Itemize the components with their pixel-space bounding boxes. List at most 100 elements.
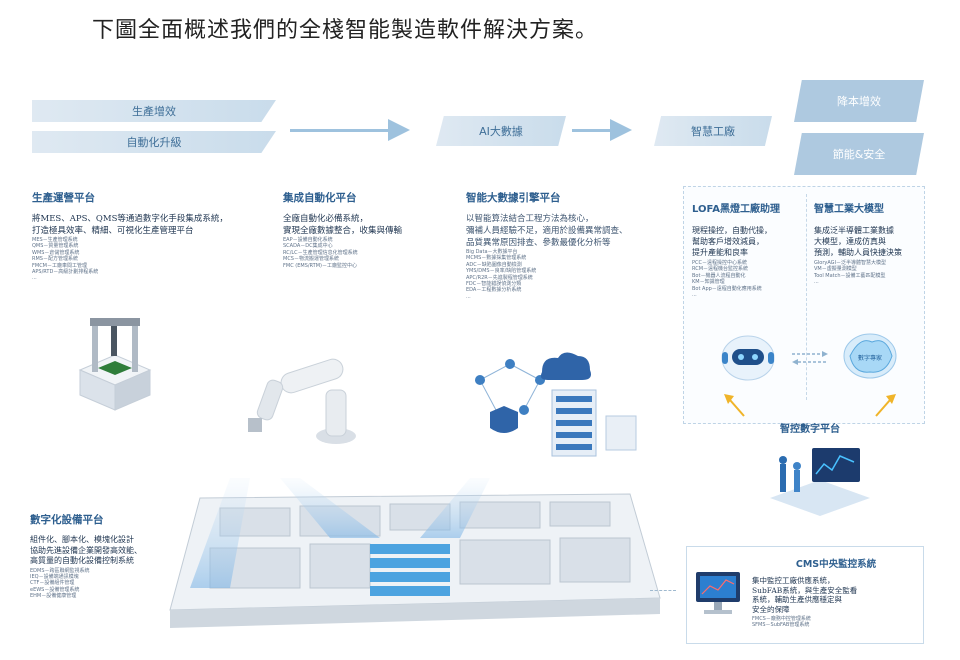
band-cost-reduction: 降本增效 bbox=[794, 80, 924, 122]
section-title: LOFA黑燈工廠助理 bbox=[692, 204, 780, 215]
section-items: FMCS－廠務中控管理系統 SFMS－SubFAB管理系統 bbox=[752, 616, 920, 629]
section-industrial-llm: 智慧工業大模型 集成泛半導體工業數據 大模型，達成仿真與 預測，輔助人員快捷決策… bbox=[814, 200, 920, 286]
flow-arrow-line-2 bbox=[572, 129, 612, 132]
list-item: APC/R2R－先進製程管理系統 bbox=[466, 274, 533, 281]
list-item: MCS－物流搬運管理系統 bbox=[283, 256, 339, 263]
list-item: QMS－質量管理系統 bbox=[32, 243, 79, 250]
device-icon bbox=[605, 415, 637, 451]
lead-line: 集中監控工廠供應系統， bbox=[752, 576, 835, 585]
section-items: PCC－遠程操控中心系統 RCM－遠程機台監控系統 Bot－機器人流程自動化 K… bbox=[692, 260, 802, 298]
list-item: KM－知識管理 bbox=[692, 279, 725, 286]
band-production-efficiency: 生產增效 bbox=[32, 100, 276, 122]
section-title: 智慧工業大模型 bbox=[814, 204, 884, 215]
section-lead: 現程操控，自動代操， 幫助客戶增效減員， 提升產能和良率 bbox=[692, 225, 802, 258]
list-item: YMS/DMS－良率/缺陷管理系統 bbox=[466, 268, 537, 275]
light-beam bbox=[190, 478, 250, 588]
robot-assistant-icon bbox=[721, 335, 775, 381]
list-item: ... bbox=[692, 292, 697, 299]
list-item: ... bbox=[32, 275, 37, 282]
section-title: 生產運營平台 bbox=[32, 192, 95, 204]
section-lead: 集中監控工廠供應系統， SubFAB系統，與生產安全監看 系統，輔助生產供應穩定… bbox=[752, 576, 920, 614]
flow-arrow-head-1 bbox=[388, 119, 410, 141]
person-figure bbox=[794, 470, 800, 492]
list-item: EAP－設備自動化系統 bbox=[283, 237, 333, 243]
section-items: GloryAGI－泛半導體智慧大模型 VM－虛擬量測模型 Tool Match－… bbox=[814, 260, 920, 286]
section-title: CMS中央監控系統 bbox=[795, 559, 877, 570]
list-item: FMC (EMS/RTM)－工廠監控中心 bbox=[283, 262, 357, 269]
lead-line: 以智能算法結合工程方法為核心， bbox=[466, 214, 594, 224]
server-rack-icon bbox=[551, 389, 597, 457]
person-head bbox=[779, 456, 787, 464]
lead-line: 實現全廠數據整合，收集與傳輸 bbox=[283, 226, 403, 236]
lead-line: 將MES、APS、QMS等通過數字化手段集成系統， bbox=[32, 214, 228, 224]
smart-factory-panel bbox=[683, 186, 925, 424]
page-headline: 下圖全面概述我們的全棧智能製造軟件解決方案。 bbox=[92, 18, 599, 43]
section-lead: 將MES、APS、QMS等通過數字化手段集成系統， 打造極具效率、精細、可視化生… bbox=[32, 213, 252, 237]
list-item: SCADA－DC集成中心 bbox=[283, 243, 333, 250]
section-device-platform: 數字化設備平台 組件化、腳本化、模塊化設計 協助先進設備企業開發高效能、 高質量… bbox=[30, 512, 180, 600]
lead-line: 提升產能和良率 bbox=[692, 248, 748, 257]
section-title: 集成自動化平台 bbox=[283, 192, 357, 204]
list-item: FMCM－工廠車間工管理 bbox=[32, 262, 87, 269]
list-item: Big Data－大數據平台 bbox=[466, 249, 518, 255]
shield-icon bbox=[490, 406, 518, 433]
list-item: Bot App－遠程自動化應用系統 bbox=[692, 285, 762, 292]
lead-line: 品質異常原因排查、參數最優化分析等 bbox=[466, 238, 611, 248]
digital-twin-title: 智控數字平台 bbox=[780, 424, 840, 435]
section-title: 智能大數據引擎平台 bbox=[466, 192, 561, 204]
list-item: ... bbox=[814, 279, 819, 286]
lead-line: 協助先進設備企業開發高效能、 bbox=[30, 545, 142, 555]
lead-line: 幫助客戶增效減員， bbox=[692, 237, 764, 246]
list-item: EDA－工程數據分析系統 bbox=[466, 287, 522, 294]
highlighted-zone bbox=[370, 544, 450, 596]
network-node bbox=[519, 405, 529, 415]
cloud-gear-icon bbox=[540, 352, 591, 380]
factory-floor-illustration bbox=[169, 478, 661, 628]
person-figure bbox=[780, 464, 786, 492]
robot-arm-illustration bbox=[248, 358, 356, 444]
list-item: RC/LC－生產管理信息化管理系統 bbox=[283, 249, 358, 256]
list-item: EHM－設備健康管理 bbox=[30, 593, 77, 600]
machine-illustration bbox=[78, 318, 152, 411]
list-item: APS/RTD－高級計劃排程系統 bbox=[32, 269, 99, 276]
list-item: RCM－遠程機台監控系統 bbox=[692, 266, 749, 273]
section-items: Big Data－大數據平台 MCMS－數據採集管理系統 ADC－缺陷圖像自動檢… bbox=[466, 249, 666, 300]
band-ai-bigdata: AI大數據 bbox=[436, 116, 566, 146]
list-item: MES－生產管理系統 bbox=[32, 237, 78, 243]
connector-line bbox=[650, 590, 676, 591]
list-item: FDC－智能錯誤偵測分類 bbox=[466, 281, 522, 288]
section-production-platform: 生產運營平台 將MES、APS、QMS等通過數字化手段集成系統， 打造極具效率、… bbox=[32, 190, 252, 282]
list-item: eEWS－設備管理系統 bbox=[30, 586, 80, 593]
list-item: FMCS－廠務中控管理系統 bbox=[752, 616, 811, 622]
flow-arrow-line-1 bbox=[290, 129, 390, 132]
section-items: MES－生產管理系統 QMS－質量管理系統 WMS－倉儲管理系統 RMS－配方管… bbox=[32, 237, 252, 282]
dashboard-screen bbox=[812, 448, 860, 482]
lead-line: 安全的保障 bbox=[752, 604, 790, 614]
list-item: Tool Match－設備工藝匹配模型 bbox=[814, 272, 886, 279]
list-item: PCC－遠程操控中心系統 bbox=[692, 260, 747, 266]
section-lead: 以智能算法結合工程方法為核心， 彌補人員經驗不足，適用於設備異常調查、 品質異常… bbox=[466, 213, 666, 249]
floor-edge bbox=[170, 598, 660, 628]
network-node bbox=[475, 375, 485, 385]
section-items: EDMS－跨區聯網監視系統 IEQ－設備端通訊模塊 CTF－設備組件管理 eEW… bbox=[30, 568, 180, 600]
light-beam bbox=[280, 478, 380, 538]
lead-line: 現程操控，自動代操， bbox=[692, 226, 772, 235]
person-head bbox=[793, 462, 801, 470]
list-item: Bot－機器人流程自動化 bbox=[692, 272, 746, 279]
lead-line: 高質量的自動化設備控制系統 bbox=[30, 556, 134, 565]
list-item: ... bbox=[466, 293, 471, 300]
band-energy-safety: 節能&安全 bbox=[794, 133, 924, 175]
section-items: EAP－設備自動化系統 SCADA－DC集成中心 RC/LC－生產管理信息化管理… bbox=[283, 237, 443, 269]
section-lead: 組件化、腳本化、模塊化設計 協助先進設備企業開發高效能、 高質量的自動化設備控制… bbox=[30, 535, 180, 567]
ai-brain-icon: 數字專家 bbox=[843, 333, 897, 379]
cms-connector bbox=[650, 590, 680, 591]
lead-line: SubFAB系統，與生產安全監看 bbox=[752, 585, 858, 595]
robot-exchange-illustration: 數字專家 bbox=[721, 333, 897, 417]
list-item: EDMS－跨區聯網監視系統 bbox=[30, 567, 90, 574]
section-lead: 集成泛半導體工業數據 大模型，達成仿真與 預測，輔助人員快捷決策 bbox=[814, 225, 920, 258]
lead-line: 打造極具效率、精細、可視化生產管理平台 bbox=[32, 226, 194, 236]
trend-line bbox=[815, 455, 855, 475]
lead-line: 系統，輔助生產供應穩定與 bbox=[752, 595, 842, 604]
section-cms: CMS中央監控系統 集中監控工廠供應系統， SubFAB系統，與生產安全監看 系… bbox=[752, 556, 920, 629]
exchange-arrows-icon bbox=[792, 351, 828, 365]
